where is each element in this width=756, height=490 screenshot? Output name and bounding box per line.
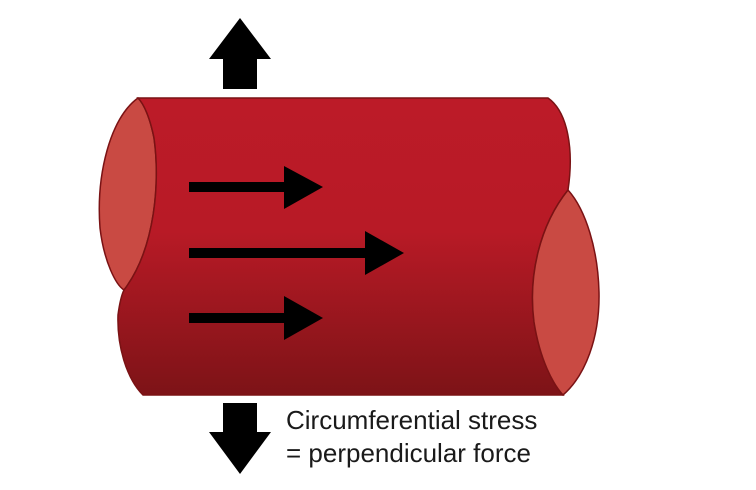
vessel-body [117,97,571,396]
caption-line-2: = perpendicular force [286,438,531,468]
vessel-right-end [531,188,600,397]
caption-line-1: Circumferential stress [286,405,538,435]
arrow-up-icon [209,18,271,89]
flow-arrow-middle [189,231,404,275]
arrow-right-icon [365,231,404,275]
arrow-right-icon [284,296,323,340]
flow-arrow-bottom [189,296,323,340]
arrow-right-icon [284,166,323,209]
caption: Circumferential stress = perpendicular f… [286,404,537,470]
flow-arrow-top [189,166,323,209]
arrow-down-icon [209,403,271,474]
